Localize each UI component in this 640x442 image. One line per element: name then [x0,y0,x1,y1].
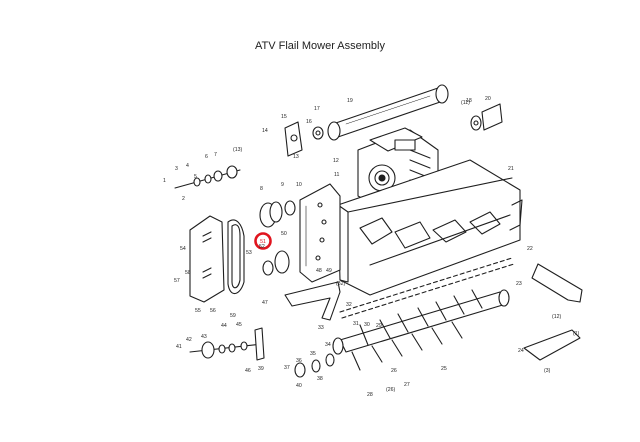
part-label-p43: 43 [201,334,207,340]
part-label-p4: 4 [186,163,189,169]
part-label-p24: 24 [518,348,524,354]
part-label-p15: 15 [281,114,287,120]
part-label-p45: 45 [236,322,242,328]
part-label-p34: 34 [325,342,331,348]
part-label-p51: 51 [260,239,266,245]
part-label-p21: 21 [508,166,514,172]
right-skid [531,263,583,303]
side-plate [299,183,341,283]
part-label-p25: 25 [441,366,447,372]
part-label-p5: 5 [194,174,197,180]
part-label-p35: 35 [310,351,316,357]
part-label-p17: 17 [314,106,320,112]
part-label-p56: 56 [210,308,216,314]
part-label-p29: 29 [376,323,382,329]
part-label-b12: (12) [552,314,561,320]
part-label-p36: 36 [296,358,302,364]
part-label-p33: 33 [318,325,324,331]
part-label-p38: 38 [317,376,323,382]
roller-tube [327,84,449,141]
part-label-p3: 3 [175,166,178,172]
part-label-p18: 18 [466,98,472,104]
part-label-p53: 53 [246,250,252,256]
upper-pulley [259,200,296,228]
part-label-p54: 54 [180,246,186,252]
diagram-title: ATV Flail Mower Assembly [255,40,385,52]
part-label-p19: 19 [347,98,353,104]
belt-guard [189,215,225,303]
hitch-frame [284,281,341,321]
part-label-p41: 41 [176,344,182,350]
roller-bearing-right [470,103,503,131]
part-label-p46: 46 [245,368,251,374]
part-label-p42: 42 [186,337,192,343]
lower-pulley [262,250,290,276]
part-label-p27: 27 [404,382,410,388]
part-label-p32: 32 [346,302,352,308]
part-label-p57: 57 [174,278,180,284]
part-label-p47: 47 [262,300,268,306]
part-label-p28: 28 [367,392,373,398]
part-label-p7: 7 [214,152,217,158]
part-label-b11: (11) [461,100,470,106]
mower-housing [337,159,523,296]
lower-skid [523,329,581,361]
part-label-p14: 14 [262,128,268,134]
part-label-p48: 48 [316,268,322,274]
part-label-p44: 44 [221,323,227,329]
part-label-p6: 6 [205,154,208,160]
part-label-p8: 8 [260,186,263,192]
part-label-p52: 52 [259,244,265,250]
drive-belt [227,219,245,295]
part-label-p37: 37 [284,365,290,371]
part-label-p9: 9 [281,182,284,188]
part-label-p1: 1 [163,178,166,184]
part-label-b13: (13) [233,147,242,153]
part-label-p49: 49 [326,268,332,274]
part-label-p50: 50 [281,231,287,237]
part-label-p55: 55 [195,308,201,314]
lower-shaft-bearing [294,353,335,378]
part-label-p31: 31 [353,321,359,327]
part-label-b32: (32) [336,281,345,287]
part-label-p20: 20 [485,96,491,102]
idler-hardware-upper [174,165,241,189]
part-label-p16: 16 [306,119,312,125]
part-label-p23: 23 [516,281,522,287]
part-label-p2: 2 [182,196,185,202]
part-label-p13: 13 [293,154,299,160]
part-label-p58: 58 [185,270,191,276]
roller-bearing-left [284,121,324,157]
part-label-p39: 39 [258,366,264,372]
part-label-p10: 10 [296,182,302,188]
idler-hardware-lower [189,327,265,361]
part-label-p30: 30 [364,322,370,328]
part-label-p11: 11 [334,172,339,178]
part-label-b1: (1) [573,331,580,337]
highlight-ring [254,232,272,250]
part-label-b26: (26) [386,387,395,393]
rear-strip [339,257,515,319]
part-label-p40: 40 [296,383,302,389]
part-label-p22: 22 [527,246,533,252]
part-label-b3: (3) [544,368,551,374]
part-label-p26: 26 [391,368,397,374]
part-label-p59: 59 [230,313,236,319]
part-label-p12: 12 [333,158,339,164]
flail-rotor [332,289,510,371]
